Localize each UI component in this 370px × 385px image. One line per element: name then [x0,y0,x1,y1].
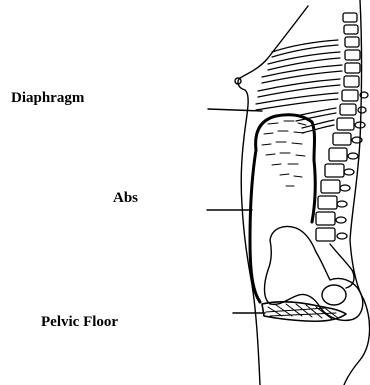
abdominal-wall [250,150,260,302]
diaphragm-leader-line [208,109,262,111]
label-diaphragm: Diaphragm [11,91,84,106]
label-pelvic-floor: Pelvic Floor [41,315,118,330]
posterior-cavity [312,160,315,222]
pelvic-floor-hatching [266,304,338,319]
label-abs: Abs [113,191,138,206]
hip-joint [322,285,346,305]
pelvis-ilium [265,227,363,321]
body-back-outline [344,0,370,385]
diaphragm-fibres [262,121,306,186]
